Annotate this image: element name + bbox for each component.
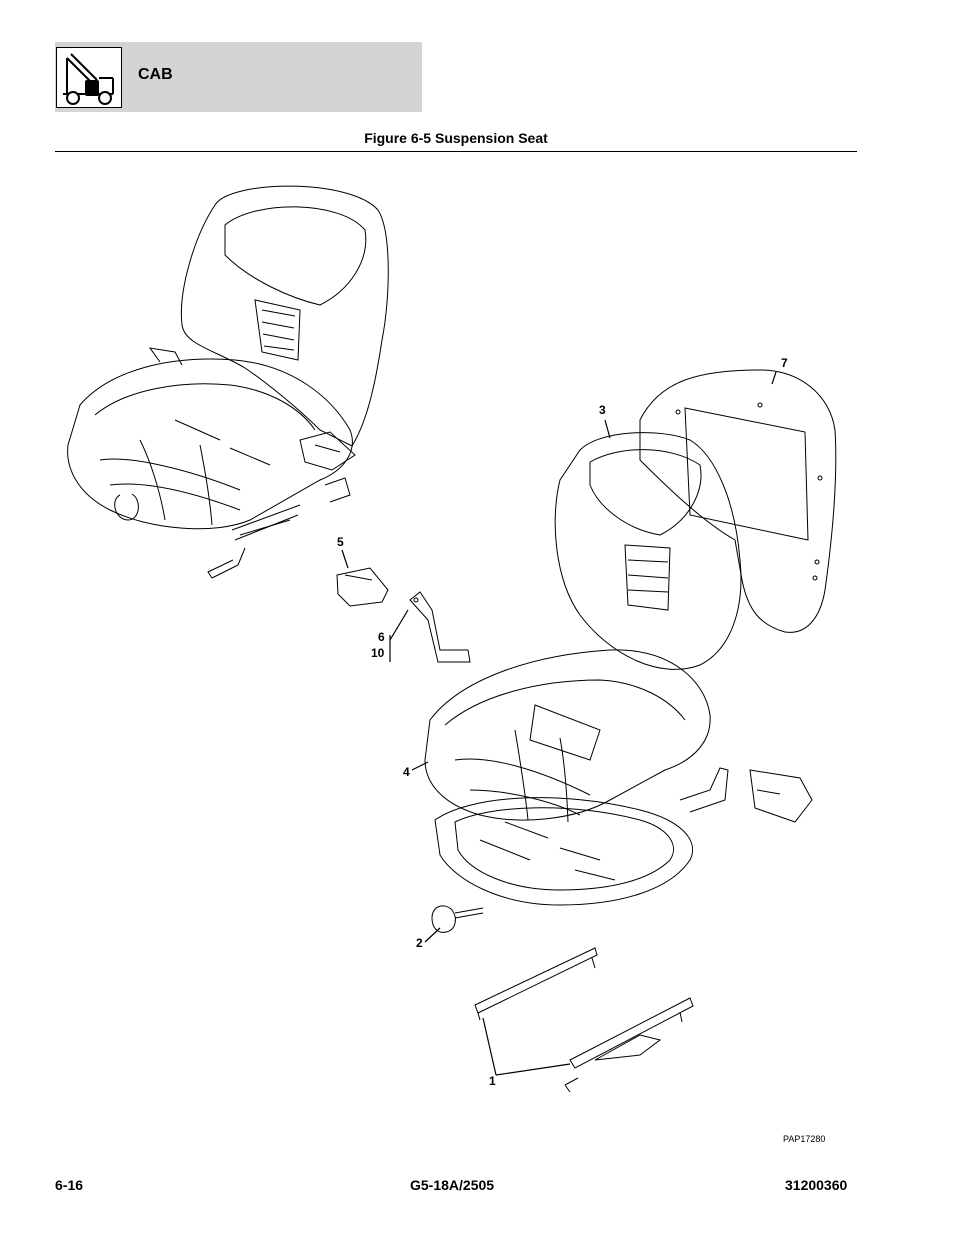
document-number: 31200360 [785, 1177, 848, 1193]
header-divider [55, 151, 857, 152]
suspension-seat-exploded-view [67, 185, 837, 1093]
page-number: 6-16 [55, 1177, 84, 1193]
telehandler-cab-icon [56, 47, 122, 108]
slide-rails-illustration [474, 947, 694, 1093]
backrest-shell-illustration [639, 369, 837, 633]
callout-1: 1 [489, 1074, 496, 1088]
callout-4: 4 [403, 765, 410, 779]
model-number: G5-18A/2505 [410, 1177, 495, 1193]
seat-cushion-illustration [424, 649, 813, 906]
adjustment-knob-illustration [431, 905, 484, 933]
callout-leader-lines [341, 371, 777, 1076]
callout-5: 5 [337, 535, 344, 549]
callout-7: 7 [781, 356, 788, 370]
assembled-seat-illustration [67, 185, 389, 579]
callout-2: 2 [416, 936, 423, 950]
backrest-cushion-illustration [554, 432, 742, 670]
figure-title: Figure 6-5 Suspension Seat [364, 130, 548, 146]
drawing-code: PAP17280 [783, 1134, 826, 1144]
callout-10: 10 [371, 646, 385, 660]
section-title: CAB [138, 66, 173, 83]
bracket-illustration [409, 591, 471, 663]
callout-6: 6 [378, 630, 385, 644]
seat-belt-buckle-illustration [336, 567, 389, 607]
callout-3: 3 [599, 403, 606, 417]
